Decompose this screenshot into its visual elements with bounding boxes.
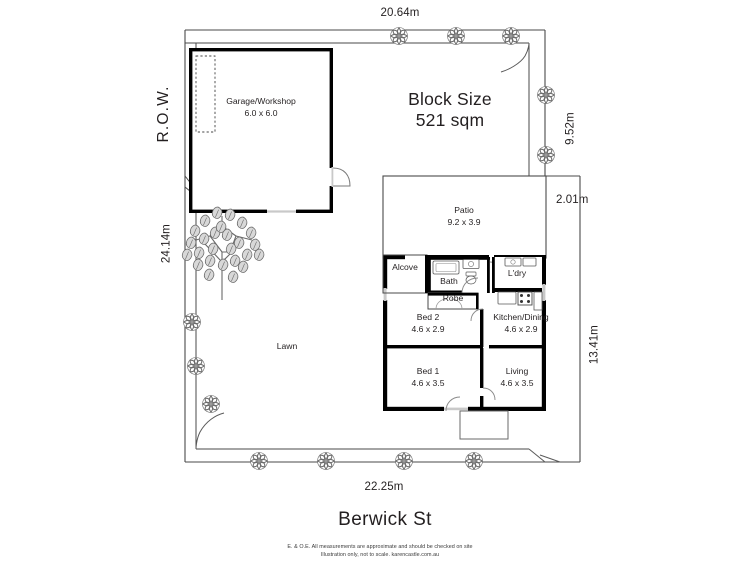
robe-block: [427, 292, 479, 310]
disclaimer-line-2: Illustration only, not to scale. karenca…: [320, 552, 440, 558]
right-of-way-label: R.O.W.: [155, 85, 173, 143]
dimension-bottom: 22.25m: [364, 481, 404, 493]
kitchen-dining-label: Kitchen/Dining: [493, 312, 549, 322]
alcove-label: Alcove: [392, 262, 418, 272]
living-label: Living: [505, 366, 529, 376]
disclaimer-line-1: E. & O.E. All measurements are approxima…: [287, 544, 473, 550]
house-structure: [382, 254, 546, 412]
laundry-block: [492, 257, 542, 293]
bed2-label: Bed 2: [416, 312, 440, 322]
large-tree: [181, 206, 265, 300]
dimension-right-step: 2.01m: [556, 194, 589, 206]
dimension-left: 24.14m: [160, 224, 173, 264]
bath-label: Bath: [440, 276, 458, 286]
street-name: Berwick St: [338, 509, 432, 530]
garage-label: Garage/Workshop: [226, 96, 296, 106]
bed2-size: 4.6 x 2.9: [411, 324, 445, 334]
porch-outline: [459, 410, 509, 440]
block-size-title: Block Size: [408, 89, 492, 109]
lawn-label: Lawn: [276, 341, 298, 351]
driveway-paths: [195, 42, 561, 463]
patio-size: 9.2 x 3.9: [447, 217, 481, 227]
living-size: 4.6 x 3.5: [500, 378, 534, 388]
bed1-label: Bed 1: [416, 366, 440, 376]
robe-label: Robe: [442, 293, 464, 303]
patio-label: Patio: [454, 205, 474, 215]
kitchen-fixtures: [494, 288, 543, 311]
dimension-right-upper: 9.52m: [564, 112, 577, 145]
garage-size: 6.0 x 6.0: [244, 108, 278, 118]
bath-block: [428, 257, 504, 294]
dimension-right-lower: 13.41m: [588, 325, 601, 365]
dimension-top: 20.64m: [380, 7, 420, 19]
block-size-value: 521 sqm: [415, 110, 485, 130]
laundry-label: L'dry: [507, 268, 527, 278]
bed1-size: 4.6 x 3.5: [411, 378, 445, 388]
kitchen-dining-size: 4.6 x 2.9: [504, 324, 538, 334]
garage-structure: [189, 48, 351, 213]
